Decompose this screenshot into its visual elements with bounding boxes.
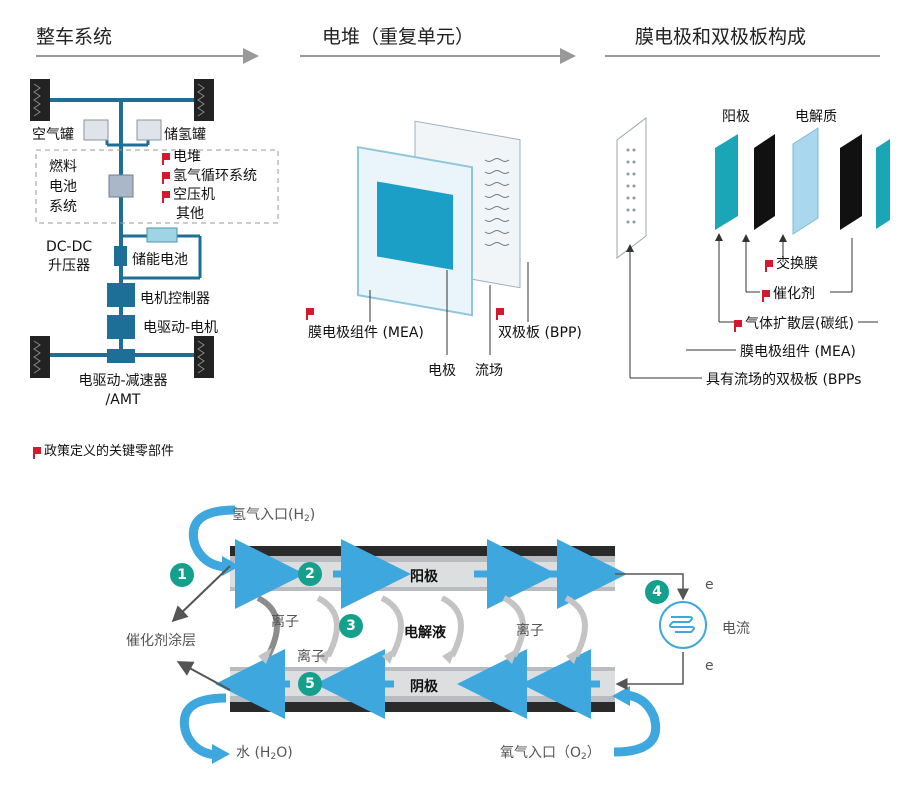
current-label: 电流 [722, 621, 750, 637]
battery-label: 储能电池 [132, 252, 188, 268]
fc-system-line-2: 电池 [49, 179, 77, 195]
fc-part-stack: 电堆 [162, 148, 257, 167]
reducer-line-2: /AMT [105, 392, 141, 408]
fc-system-label: 燃料 电池 系统 [49, 157, 77, 217]
stack-mea-label: 膜电极组件 (MEA) [308, 325, 424, 341]
fc-parts-list: 电堆 氢气循环系统 空压机 其他 [162, 148, 257, 224]
fc-part-label: 其他 [176, 206, 204, 222]
h2-inlet-close: ) [309, 507, 316, 523]
cell-cathode-label: 阴极 [410, 679, 438, 695]
motor-label: 电驱动-电机 [143, 320, 219, 336]
ion-label-3: 离子 [516, 623, 544, 639]
stack-plates [357, 120, 529, 355]
fc-system-line-1: 燃料 [49, 159, 77, 175]
dcdc-block [114, 246, 127, 266]
layer-anode-label: 阳极 [722, 109, 750, 125]
flag-icon [162, 172, 170, 184]
stack-bpp-flag [496, 304, 507, 320]
layer-membrane-label: 交换膜 [765, 253, 818, 273]
o2-inlet-text: 氧气入口（O [500, 745, 582, 761]
h2-tank-label: 储氢罐 [164, 127, 206, 143]
stack-bpp-label: 双极板 (BPP) [498, 325, 582, 341]
h2-inlet-text: 氢气入口(H [232, 507, 304, 523]
layer-catalyst-text: 催化剂 [773, 286, 815, 302]
flag-icon [33, 447, 41, 459]
fc-part-h2-loop: 氢气循环系统 [162, 167, 257, 186]
header-mea-bpp: 膜电极和双极板构成 [635, 26, 807, 48]
layer-stack [616, 116, 890, 379]
fc-part-other: 其他 [162, 205, 257, 224]
o2-inlet-subscript: 2 [581, 752, 587, 762]
dcdc-label: DC-DC 升压器 [46, 238, 92, 276]
electron-label-bottom: e [705, 658, 714, 674]
flag-icon [765, 260, 773, 272]
motor-controller-label: 电机控制器 [140, 291, 210, 307]
flag-icon [762, 290, 770, 302]
flag-icon [734, 320, 742, 332]
layer-membrane-text: 交换膜 [776, 256, 818, 272]
electron-label-top: e [705, 577, 714, 593]
vehicle-chassis [30, 79, 279, 378]
layer-gdl-text: 气体扩散层(碳纸) [745, 316, 854, 332]
layer-bpp-label: 具有流场的双极板 (BPPs [706, 372, 862, 388]
motor-controller-block [107, 283, 135, 307]
ion-label-1: 离子 [271, 614, 299, 630]
layer-mea-label: 膜电极组件 (MEA) [740, 344, 856, 360]
step-2-badge: 2 [298, 562, 322, 586]
catalyst-layer-label: 催化剂涂层 [126, 633, 196, 649]
flag-icon [162, 191, 170, 203]
flag-icon [496, 308, 504, 320]
dcdc-line-1: DC-DC [46, 239, 93, 255]
motor-block [107, 315, 135, 339]
fc-part-label: 空压机 [173, 187, 215, 203]
o2-inlet-close: ） [586, 745, 601, 761]
reducer-block [107, 349, 135, 363]
header-vehicle-system: 整车系统 [36, 26, 113, 48]
reducer-label: 电驱动-减速器 /AMT [62, 372, 184, 410]
h2-inlet-subscript: 2 [304, 514, 310, 524]
reducer-line-1: 电驱动-减速器 [78, 373, 168, 389]
h2-inlet-label: 氢气入口(H2) [232, 504, 315, 524]
fc-part-compressor: 空压机 [162, 186, 257, 205]
water-outlet-label: 水 (H2O) [236, 742, 293, 762]
layer-electrolyte-label: 电解质 [795, 109, 837, 125]
fc-system-line-3: 系统 [49, 199, 77, 215]
ion-label-2: 离子 [297, 649, 325, 665]
legend: 政策定义的关键零部件 [33, 440, 174, 459]
header-stack: 电堆（重复单元） [322, 26, 475, 48]
water-close: O) [276, 745, 293, 761]
flag-icon [306, 308, 314, 320]
cell-anode-label: 阳极 [410, 569, 438, 585]
dcdc-line-2: 升压器 [48, 258, 91, 274]
fc-part-label: 氢气循环系统 [173, 168, 257, 184]
step-5-badge: 5 [298, 672, 322, 696]
layer-gdl-label: 气体扩散层(碳纸) [734, 313, 854, 333]
step-4-badge: 4 [645, 580, 669, 604]
step-1-badge: 1 [170, 563, 194, 587]
legend-text: 政策定义的关键零部件 [44, 444, 175, 459]
step-3-badge: 3 [339, 614, 363, 638]
layer-catalyst-label: 催化剂 [762, 283, 815, 303]
flag-icon [162, 153, 170, 165]
air-tank-label: 空气罐 [32, 127, 74, 143]
o2-inlet-label: 氧气入口（O2） [500, 742, 601, 762]
water-subscript: 2 [270, 752, 277, 762]
cell-electrolyte-label: 电解液 [404, 625, 446, 641]
water-text: 水 (H [236, 745, 271, 761]
cell-diagram [171, 505, 707, 764]
stack-mea-flag [306, 304, 317, 320]
fc-part-label: 电堆 [173, 149, 201, 165]
stack-electrode-label: 电极 [428, 363, 456, 379]
stack-flowfield-label: 流场 [475, 363, 503, 379]
